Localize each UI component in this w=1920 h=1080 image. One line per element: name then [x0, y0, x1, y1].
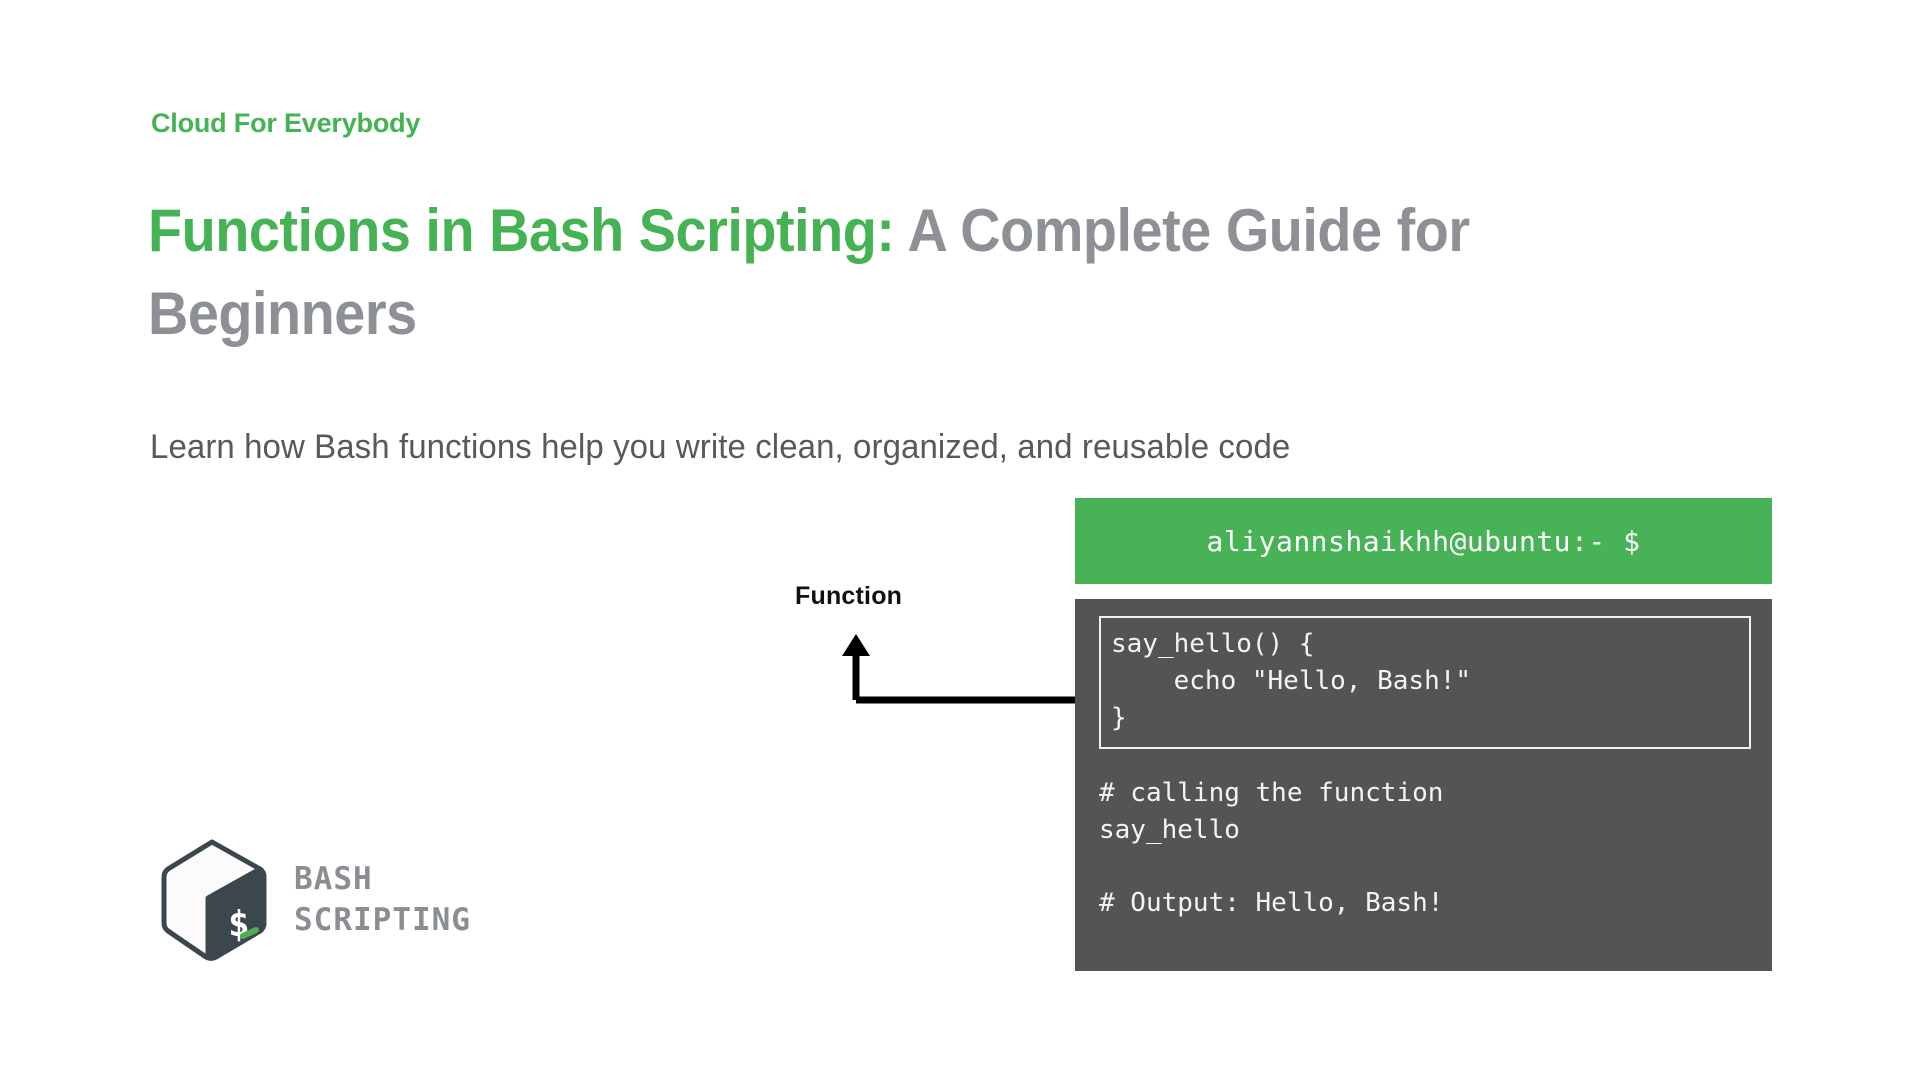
terminal-card: aliyannshaikhh@ubuntu:- $ say_hello() { …	[1075, 498, 1772, 971]
terminal-prompt: aliyannshaikhh@ubuntu:- $	[1206, 524, 1641, 558]
function-call-code: # calling the function say_hello # Outpu…	[1099, 777, 1444, 919]
bash-logo-line1: BASH	[294, 861, 373, 898]
bash-logo-text: BASH SCRIPTING	[294, 859, 471, 941]
callout-arrow	[830, 630, 1110, 715]
bash-logo-line2: SCRIPTING	[294, 902, 471, 938]
terminal-body: say_hello() { echo "Hello, Bash!" } # ca…	[1075, 599, 1772, 971]
page-subtitle: Learn how Bash functions help you write …	[150, 428, 1291, 466]
terminal-titlebar: aliyannshaikhh@ubuntu:- $	[1075, 498, 1772, 584]
function-definition-box: say_hello() { echo "Hello, Bash!" }	[1099, 616, 1751, 749]
bash-logo-lockup: $ BASH SCRIPTING	[160, 838, 471, 962]
page-title-rest: A Complete Guide for Beginners	[148, 197, 1470, 347]
function-definition-code: say_hello() { echo "Hello, Bash!" }	[1111, 629, 1472, 733]
page-title-highlight: Functions in Bash Scripting:	[148, 197, 895, 264]
brand-label: Cloud For Everybody	[151, 108, 421, 138]
bash-cube-icon: $	[160, 838, 268, 962]
svg-text:$: $	[228, 904, 250, 945]
page-title: Functions in Bash Scripting: A Complete …	[148, 190, 1543, 356]
annotation-label: Function	[795, 582, 903, 610]
